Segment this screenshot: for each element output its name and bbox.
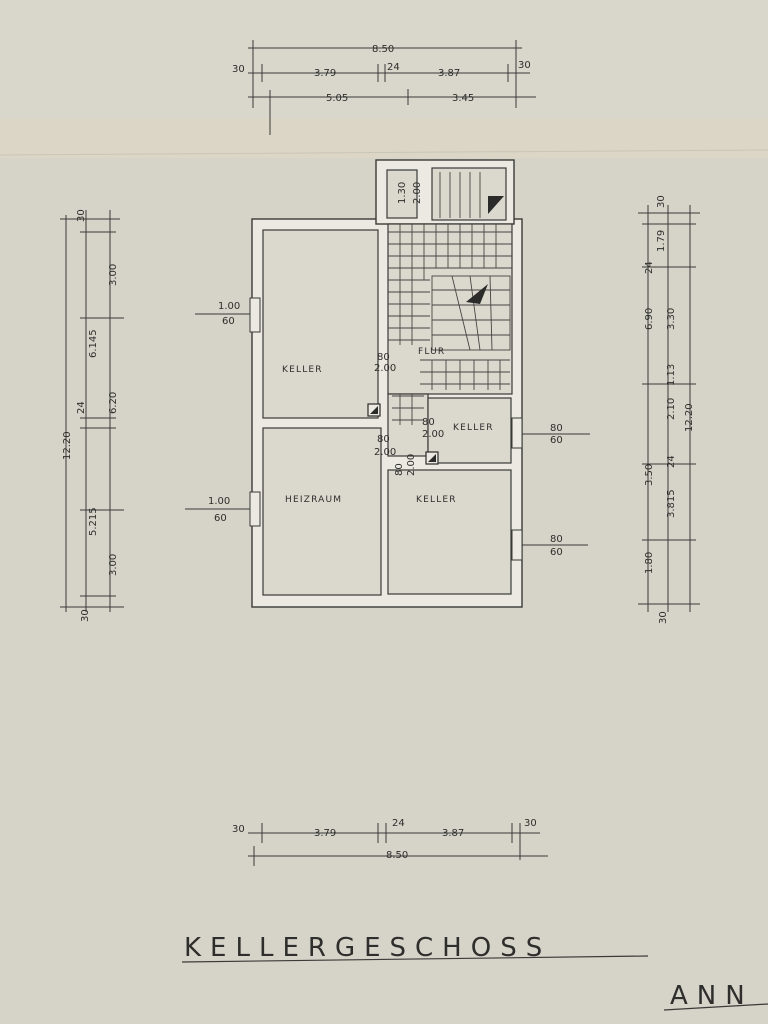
- dim-right-overall: 12.20: [684, 403, 695, 432]
- room-flur-lower: [387, 393, 429, 457]
- room-label-keller-1: KELLER: [282, 365, 323, 375]
- room-label-keller-2: KELLER: [453, 423, 494, 433]
- window-right-upper: [511, 417, 523, 449]
- dim-right-part-c: 2.10: [666, 398, 677, 420]
- corner-underline: [663, 1003, 768, 1011]
- dim-right-wall-bottom: 30: [658, 611, 669, 624]
- dim-right-part-f: 1.80: [644, 552, 655, 574]
- dim-left-overall: 12.20: [62, 431, 73, 460]
- annex-niche: [386, 169, 418, 219]
- dim-bottom-left: 3.79: [314, 828, 336, 839]
- dim-right-part-b: 3.30: [666, 308, 677, 330]
- dim-bottom-right: 3.87: [442, 828, 464, 839]
- fold-line: [0, 149, 768, 156]
- dim-left-lower-sub: 5.215: [88, 507, 99, 536]
- dim-right-wall-top: 30: [656, 195, 667, 208]
- dim-bottom-wall-right: 30: [524, 818, 537, 829]
- stair-opening-width: 1.30: [397, 182, 408, 204]
- dim-right-w3: 24: [666, 455, 677, 468]
- dim-right-first: 1.79: [656, 230, 667, 252]
- window-left-upper: [249, 297, 261, 333]
- room-label-heizraum: HEIZRAUM: [285, 495, 342, 505]
- door-keller3-width: 80: [394, 463, 405, 476]
- dim-left-wall-bottom: 30: [80, 609, 91, 622]
- title-underline: [181, 955, 649, 963]
- room-label-keller-3: KELLER: [416, 495, 457, 505]
- dim-left-wall-top: 30: [76, 209, 87, 222]
- window-right-upper-width: 80: [550, 423, 563, 434]
- dim-left-middle-wall: 24: [76, 401, 87, 414]
- chimney-shaft-1-fill: [370, 406, 378, 414]
- dim-left-upper-part: 6.145: [88, 329, 99, 358]
- floor-plan: KELLER FLUR KELLER HEIZRAUM KELLER 1.00 …: [185, 159, 590, 608]
- dim-top-overall: 8.50: [372, 44, 394, 55]
- room-keller-1: [262, 229, 379, 419]
- dim-top-second-right: 3.45: [452, 93, 474, 104]
- stair-arrow-upper: [488, 196, 504, 214]
- dim-top-second-left: 5.05: [326, 93, 348, 104]
- dim-bottom-overall: 8.50: [386, 850, 408, 861]
- window-left-lower: [249, 491, 261, 527]
- paper-band-top: [0, 0, 768, 120]
- window-right-lower: [511, 529, 523, 561]
- room-keller-2: [427, 397, 512, 464]
- dim-left-lower-end: 3.00: [108, 554, 119, 576]
- dim-right-part-e: 3.815: [666, 489, 677, 518]
- door-keller3-height: 2.00: [406, 454, 417, 476]
- window-right-lower-height: 60: [550, 547, 563, 558]
- door-keller2-width: 80: [422, 417, 435, 428]
- drawing-title: KELLERGESCHOSS ANN: [181, 933, 768, 1011]
- room-flur: [387, 223, 513, 395]
- left-dimension-chains: 30 12.20 6.145 3.00 24 6.20 5.215 3.00 3…: [60, 209, 124, 622]
- dim-left-lower-part: 6.20: [108, 392, 119, 414]
- dim-right-w1: 24: [644, 261, 655, 274]
- annex-stair-room: [431, 167, 507, 221]
- dim-top-wall-left: 30: [232, 64, 245, 75]
- stair-hatch: [388, 172, 512, 425]
- window-left-lower-height: 60: [214, 513, 227, 524]
- dim-left-upper-sub: 3.00: [108, 264, 119, 286]
- window-left-upper-height: 60: [222, 316, 235, 327]
- dim-top-wall-right: 30: [518, 60, 531, 71]
- door-heiz-width: 80: [377, 434, 390, 445]
- room-heizraum: [262, 427, 382, 596]
- bottom-dimension-chains: 30 3.79 24 3.87 30 8.50: [232, 818, 548, 866]
- dim-bottom-middle-wall: 24: [392, 818, 405, 829]
- door-keller2-height: 2.00: [422, 429, 444, 440]
- room-keller-3: [387, 469, 512, 595]
- chimney-shaft-2-fill: [428, 454, 436, 462]
- dim-bottom-wall-left: 30: [232, 824, 245, 835]
- dim-right-w2: 1.13: [666, 364, 677, 386]
- dim-right-part-d: 3.50: [644, 464, 655, 486]
- corner-text: ANN: [670, 981, 754, 1011]
- right-dimension-chains: 30 1.79 24 6.90 3.30 1.13 2.10 12.20 24 …: [638, 195, 700, 624]
- dim-top-middle-wall: 24: [387, 62, 400, 73]
- stair-opening-height: 2.00: [412, 182, 423, 204]
- window-right-upper-height: 60: [550, 435, 563, 446]
- window-right-lower-width: 80: [550, 534, 563, 545]
- door-heiz-height: 2.00: [374, 447, 396, 458]
- door-keller1-height: 2.00: [374, 363, 396, 374]
- dim-right-part-a: 6.90: [644, 308, 655, 330]
- dim-top-right: 3.87: [438, 68, 460, 79]
- window-left-upper-width: 1.00: [218, 301, 240, 312]
- door-keller1-width: 80: [377, 352, 390, 363]
- window-left-lower-width: 1.00: [208, 496, 230, 507]
- stair-arrow-lower: [466, 284, 488, 304]
- dim-top-left: 3.79: [314, 68, 336, 79]
- top-dimension-chains: 8.50 30 3.79 24 3.87 30 5.05 3.45: [232, 40, 536, 135]
- room-label-flur: FLUR: [418, 347, 445, 357]
